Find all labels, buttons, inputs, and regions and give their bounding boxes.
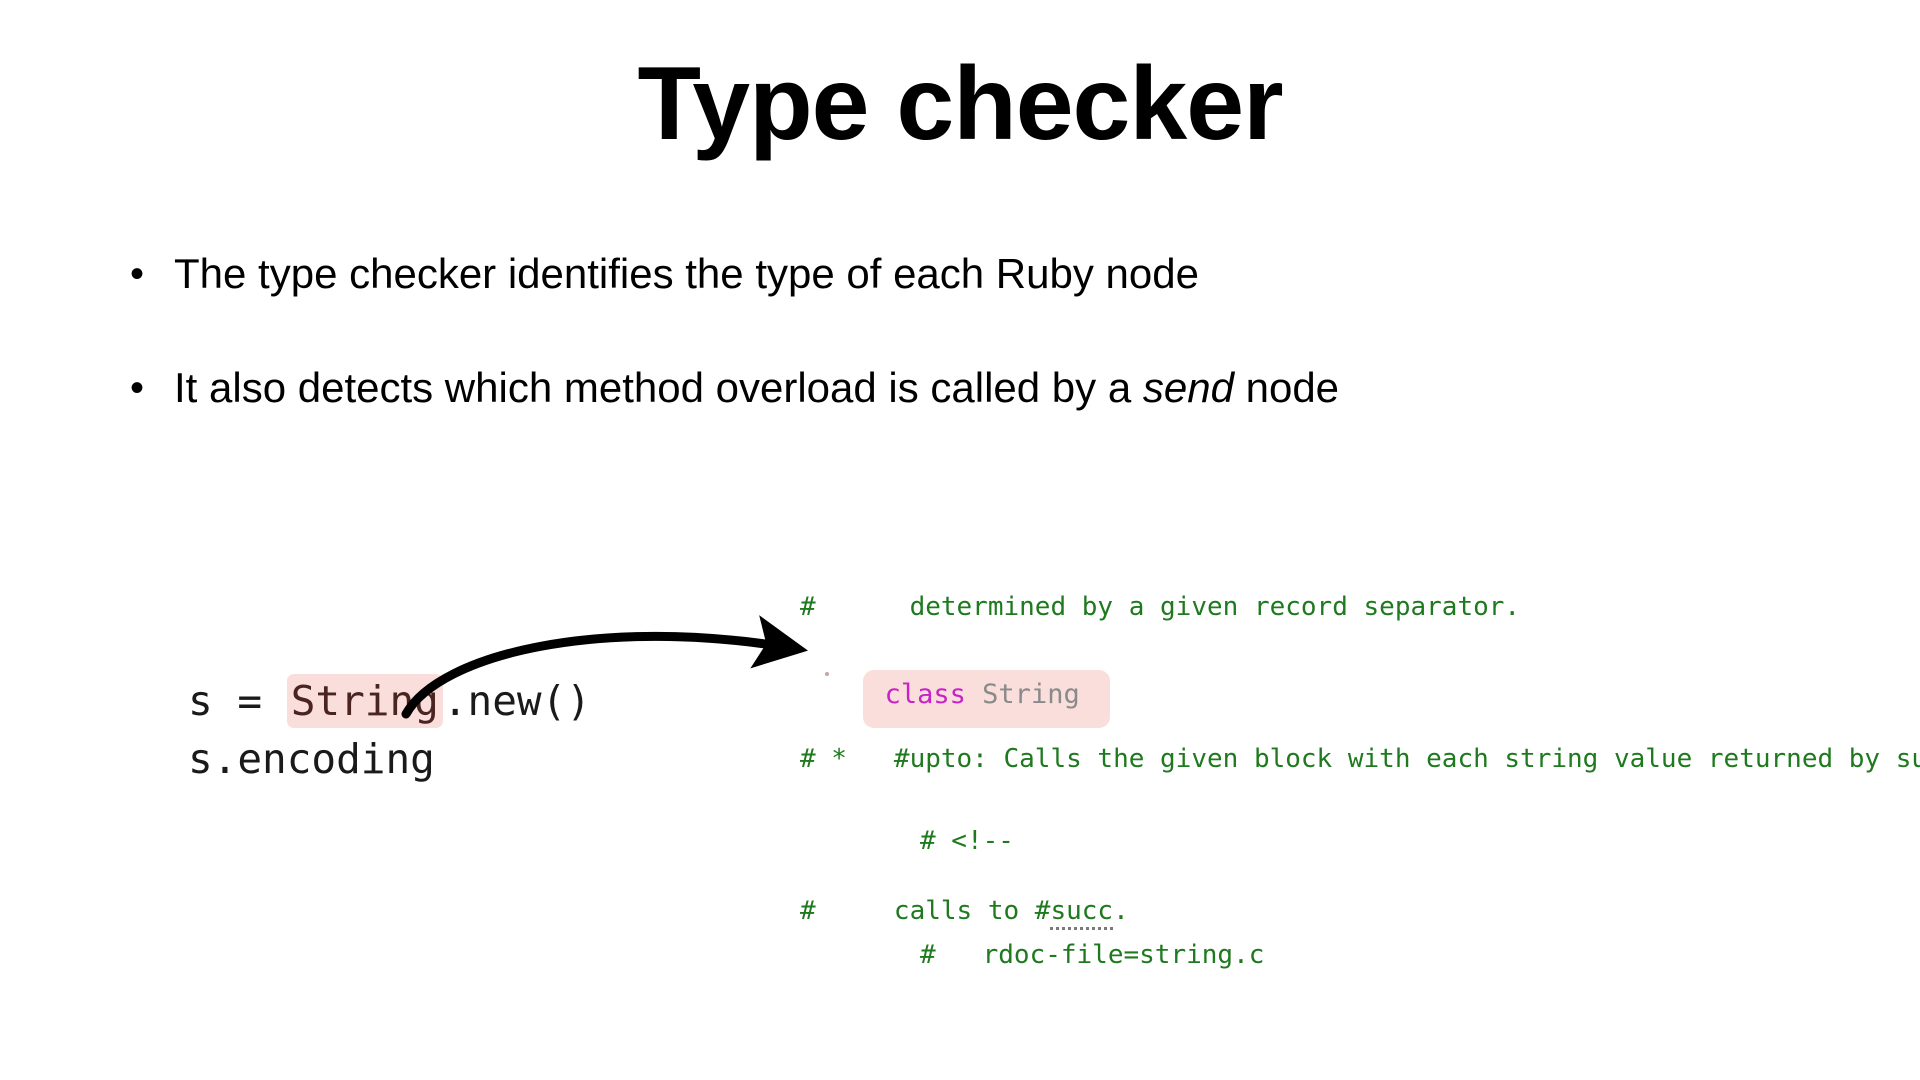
bullet-point-icon: • [130,366,145,410]
class-name-string: String [982,679,1080,710]
code-line: s = String.new() [188,672,591,730]
comment-line: # rdoc-file=string.c [920,940,1265,970]
highlighted-string-constant: String [286,674,443,728]
comment-line: # * #upto: Calls the given block with ea… [800,744,1920,774]
comment-line: # determined by a given record separator… [800,592,1521,622]
bullet-text-part: It also detects which method overload is… [174,364,1143,411]
code-token-new-call: .new() [442,677,591,725]
caret-dot-icon [825,672,829,676]
comment-line: # <!-- [920,826,1014,856]
class-declaration-row[interactable]: class String [800,632,1110,728]
method-definition-block: # <!-- # rdoc-file=string.c # - obj.enco… [920,746,1920,1004]
spellcheck-underlined-word: succ [1050,896,1114,930]
ruby-code-sample: s = String.new()s.encoding [188,672,591,788]
bullet-emphasis: send [1142,364,1234,411]
list-item: • It also detects which method overload … [122,359,1822,417]
bullet-text: The type checker identifies the type of … [174,245,1822,303]
bullet-point-icon: • [130,252,145,296]
code-line: s.encoding [188,735,435,783]
bullet-list: • The type checker identifies the type o… [122,245,1822,473]
bullet-text-part: The type checker identifies the type of … [174,250,1199,297]
highlighted-class-declaration[interactable]: class String [825,670,1110,728]
code-token-assignment: s = [188,677,287,725]
rbs-editor-pane[interactable]: # determined by a given record separator… [800,484,1920,1004]
bullet-text-part: node [1233,364,1340,411]
list-item: • The type checker identifies the type o… [122,245,1822,303]
comment-text: . [1113,896,1129,926]
page-title: Type checker [637,46,1283,162]
comment-text: # calls to # [800,896,1051,926]
keyword-class: class [884,679,966,710]
bullet-text: It also detects which method overload is… [174,359,1822,417]
comment-line-succ: # calls to #succ. [800,892,1920,930]
